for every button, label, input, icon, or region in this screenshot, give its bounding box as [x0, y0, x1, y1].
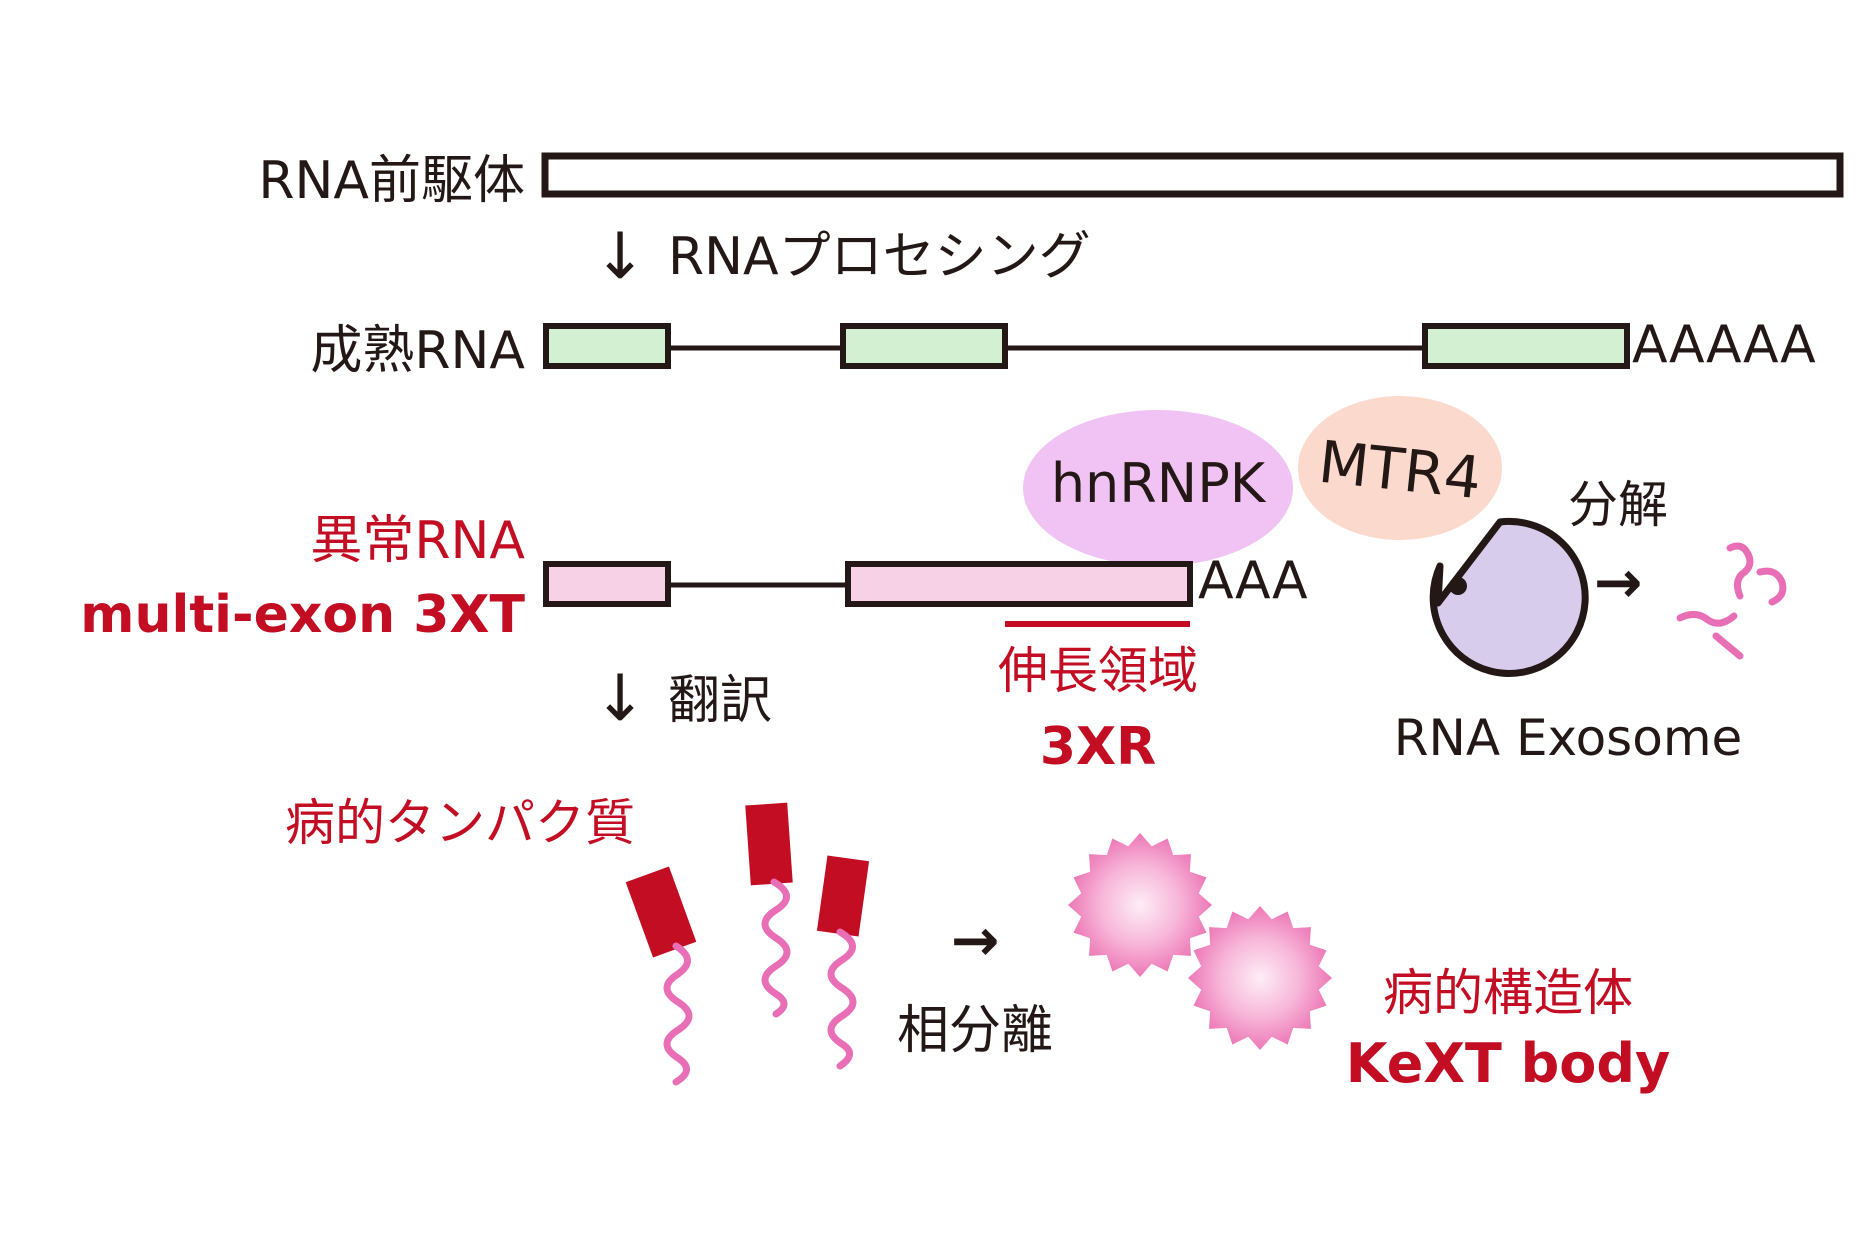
protein-1: [625, 866, 697, 1086]
extension-label: 伸長領域: [998, 642, 1198, 700]
processing-label: RNAプロセシング: [668, 227, 1091, 287]
mtr4-label: MTR4: [1316, 428, 1485, 513]
translation-arrow: ↓: [593, 662, 647, 736]
structure-label-line1: 病的構造体: [1383, 964, 1633, 1022]
aberrant-label-line1: 異常RNA: [310, 511, 525, 571]
hnrnpk-label: hnRNPK: [1051, 452, 1267, 515]
translation-label: 翻訳: [668, 671, 772, 731]
pathogenic-protein-label: 病的タンパク質: [285, 794, 635, 852]
mtr4-bubble: [1298, 396, 1502, 540]
phase-separation-label: 相分離: [897, 1001, 1053, 1061]
extension-name: 3XR: [1040, 717, 1156, 777]
degraded-rna-fragments: [1676, 542, 1787, 660]
exosome-label: RNA Exosome: [1394, 709, 1743, 767]
phase-separation-arrow: →: [951, 906, 1000, 974]
hnrnpk-bubble: [1023, 410, 1293, 566]
mature-exon-3: [1422, 323, 1630, 369]
mature-label: 成熟RNA: [310, 321, 525, 381]
kext-body-1: [1068, 833, 1212, 977]
protein-3: [816, 855, 870, 1070]
aberrant-exon-1: [543, 561, 671, 607]
degradation-label: 分解: [1568, 476, 1668, 534]
precursor-label: RNA前駆体: [258, 151, 525, 211]
aberrant-polya: AAA: [1198, 551, 1308, 611]
aberrant-label-line2: multi-exon 3XT: [80, 585, 525, 645]
mature-polya: AAAAA: [1632, 315, 1816, 375]
precursor-bar: [541, 152, 1844, 198]
mature-exon-2: [840, 323, 1008, 369]
processing-arrow: ↓: [593, 220, 647, 294]
mature-exon-1: [543, 323, 671, 369]
exosome-icon: [1429, 517, 1589, 677]
aberrant-exon-2-extended: [845, 561, 1193, 607]
exosome-eye: [1449, 577, 1467, 595]
protein-2: [745, 802, 793, 1018]
structure-label-line2: KeXT body: [1346, 1032, 1670, 1095]
kext-body-2: [1188, 906, 1332, 1050]
degradation-arrow: →: [1594, 548, 1643, 616]
